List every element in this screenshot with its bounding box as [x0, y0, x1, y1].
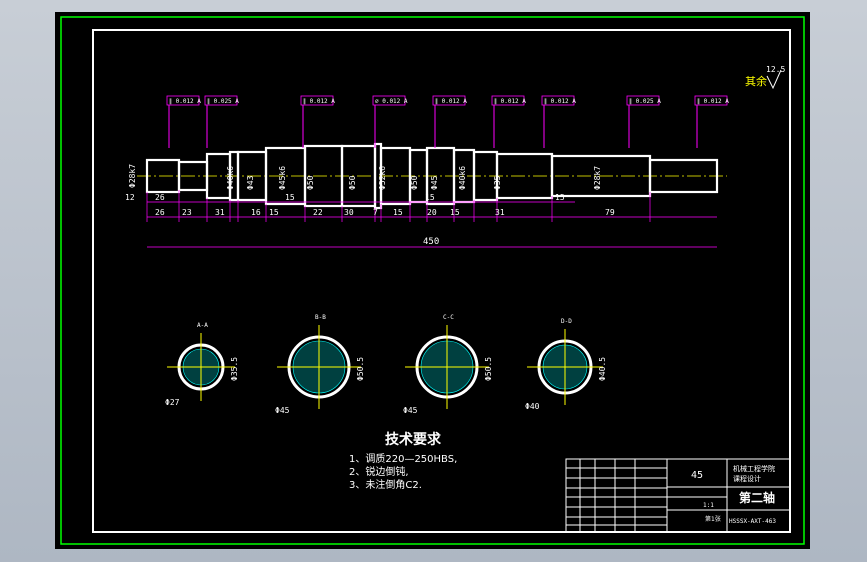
- frame-text: ⌀ 0.012 A: [375, 98, 408, 105]
- frame-text: ∥ 0.012 A: [494, 98, 526, 105]
- diameter-label: Φ52k6: [378, 166, 387, 190]
- section-side-dim: Φ50.5: [356, 357, 365, 381]
- total-length-label: 450: [423, 237, 439, 247]
- frame-box: [626, 95, 660, 106]
- dim-label: 22: [313, 208, 323, 217]
- diameter-label: Φ28k7: [593, 166, 602, 190]
- dim-label: 23: [182, 208, 192, 217]
- section-side-dim: Φ50.5: [484, 357, 493, 381]
- roughness-symbol-icon: [766, 69, 782, 90]
- tolerance-frames: ∥ 0.012 A ∥ 0.025 A ∥ 0.012 A ⌀ 0.012 A ∥ 0.…: [166, 95, 729, 148]
- roughness-value: 12.5: [766, 65, 785, 74]
- dim-label-upper: 26: [155, 193, 165, 202]
- cross-section: C-C Φ45 Φ50.5: [403, 314, 493, 415]
- shaft-outline: [145, 142, 719, 210]
- material-label: 45: [691, 470, 703, 481]
- dim-label: 7: [373, 208, 378, 217]
- cross-section: D-D Φ40 Φ40.5: [525, 318, 607, 411]
- scale-label: 1:1: [703, 502, 714, 509]
- frame-box: [166, 95, 200, 106]
- tolerance-frame: ∥ 0.012 A: [300, 95, 335, 148]
- diameter-label: Φ40k6: [458, 166, 467, 190]
- section-label: D-D: [561, 318, 572, 325]
- frame-text: ∥ 0.012 A: [435, 98, 467, 105]
- section-diameter: Φ45: [275, 406, 290, 415]
- cross-sections: A-A Φ27 Φ35.5 B-B Φ45 Φ50.5 C-C Φ45 Φ50.5 D-D Φ40 Φ…: [165, 314, 607, 415]
- tolerance-frame: ∥ 0.012 A: [694, 95, 729, 148]
- frame-box: [432, 95, 466, 106]
- sheet-label: 第1张: [705, 515, 721, 523]
- frame-box: [541, 95, 575, 106]
- section-diameter: Φ45: [403, 406, 418, 415]
- course-label: 课程设计: [733, 474, 761, 483]
- tolerance-frame: ⌀ 0.012 A: [372, 95, 408, 148]
- section-side-dim: Φ35.5: [230, 357, 239, 381]
- section-diameter: Φ27: [165, 398, 180, 407]
- tolerance-frame: ∥ 0.012 A: [491, 95, 526, 148]
- frame-box: [491, 95, 525, 106]
- cad-canvas[interactable]: 26 23 31 16 15 22 30 7 15 20 15 31 79 12 26 15 15 15 Φ40k6…: [55, 12, 810, 549]
- tolerance-frame: ∥ 0.012 A: [166, 95, 201, 148]
- cross-section: A-A Φ27 Φ35.5: [165, 322, 239, 407]
- tech-item-3: 3、未注倒角C2.: [349, 478, 422, 491]
- tech-title: 技术要求: [385, 431, 442, 448]
- diameter-label: Φ40k6: [226, 166, 235, 190]
- frame-box: [694, 95, 728, 106]
- school-label: 机械工程学院: [733, 464, 775, 473]
- frame-text: ∥ 0.025 A: [629, 98, 661, 105]
- section-label: A-A: [197, 322, 208, 329]
- dimension-lines: 26 23 31 16 15 22 30 7 15 20 15 31 79 12 26 15 15 15 Φ40k6…: [125, 164, 717, 222]
- tolerance-frame: ∥ 0.025 A: [204, 95, 239, 148]
- diameter-label: Φ45k6: [278, 166, 287, 190]
- section-diameter: Φ40: [525, 402, 540, 411]
- tolerance-frame: ∥ 0.025 A: [626, 95, 661, 148]
- frame-box: [204, 95, 238, 106]
- frame-text: ∥ 0.012 A: [169, 98, 201, 105]
- frame-text: ∥ 0.012 A: [544, 98, 576, 105]
- drawing-number: HSSSX-AXT-463: [729, 518, 776, 525]
- tech-item-1: 1、调质220—250HBS,: [349, 453, 457, 465]
- shaft-segment: [648, 158, 719, 194]
- dim-label-upper: 12: [125, 193, 135, 202]
- diameter-label: Φ50: [306, 175, 315, 190]
- frame-text: ∥ 0.012 A: [303, 98, 335, 105]
- dim-label: 31: [215, 208, 225, 217]
- dim-label: 16: [251, 208, 261, 217]
- section-label: B-B: [315, 314, 326, 321]
- cross-section: B-B Φ45 Φ50.5: [275, 314, 365, 415]
- frame-box: [300, 95, 334, 106]
- section-side-dim: Φ40.5: [598, 357, 607, 381]
- tech-item-2: 2、锐边倒钝,: [349, 465, 409, 478]
- dim-label: 15: [393, 208, 403, 217]
- diameter-label: Φ45: [430, 175, 439, 190]
- dim-label: 79: [605, 208, 615, 217]
- diameter-label: Φ43: [246, 175, 255, 190]
- dim-label: 31: [495, 208, 505, 217]
- section-label: C-C: [443, 314, 454, 321]
- dim-label-upper: 15: [425, 193, 435, 202]
- dim-label-upper: 15: [285, 193, 295, 202]
- frame-text: ∥ 0.025 A: [207, 98, 239, 105]
- diameter-label: Φ35: [493, 175, 502, 190]
- dim-label: 26: [155, 208, 165, 217]
- dim-label: 15: [450, 208, 460, 217]
- title-block: [565, 458, 791, 533]
- frame-text: ∥ 0.012 A: [697, 98, 729, 105]
- part-name: 第二轴: [739, 490, 775, 505]
- tolerance-frame: ∥ 0.012 A: [432, 95, 467, 148]
- diameter-label: Φ50: [348, 175, 357, 190]
- diameter-label: Φ50: [410, 175, 419, 190]
- dim-label: 20: [427, 208, 437, 217]
- roughness-note: 其余: [745, 74, 767, 88]
- frame-box: [372, 95, 406, 106]
- tolerance-frame: ∥ 0.012 A: [541, 95, 576, 148]
- diameter-label-left: Φ28k7: [128, 164, 137, 188]
- outer-border: [60, 16, 805, 545]
- shaft-drawing: 26 23 31 16 15 22 30 7 15 20 15 31 79 12 26 15 15 15 Φ40k6…: [60, 16, 805, 545]
- dim-label: 30: [344, 208, 354, 217]
- dim-label: 15: [269, 208, 279, 217]
- dim-label-upper: 15: [555, 193, 565, 202]
- inner-border: [92, 29, 791, 533]
